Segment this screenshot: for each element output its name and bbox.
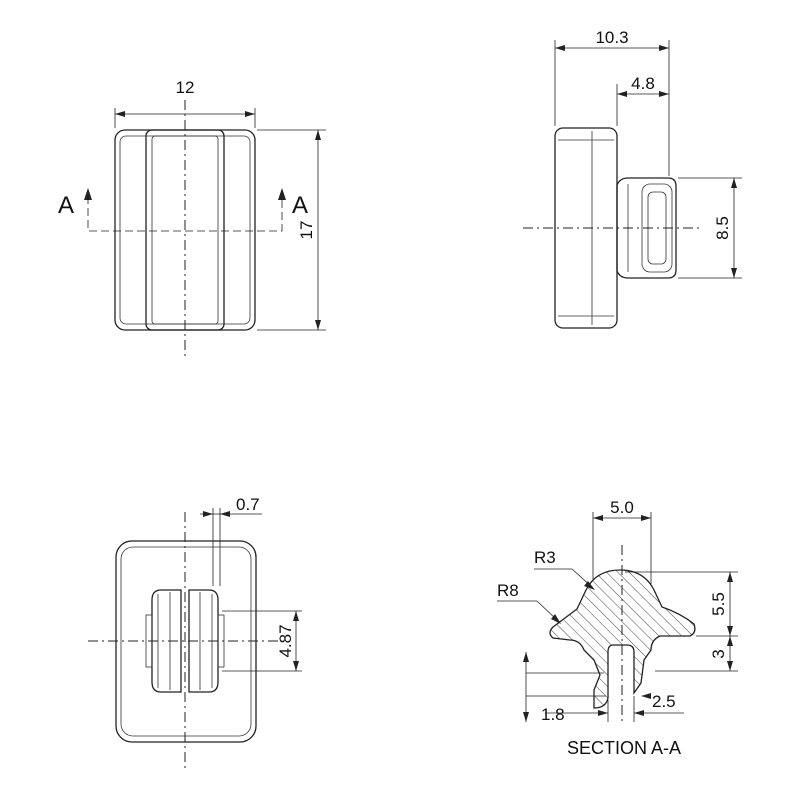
width-dimension-label: 12 [176,78,195,97]
section-mark-right: A [292,192,308,219]
depth-arrow-left [555,45,565,51]
stem-depth-dimension-label: 4.8 [631,74,655,93]
width-arrow-right [245,111,255,117]
rear-stem-left-half [151,589,182,693]
head-width-dimension-label: 5.0 [610,498,634,517]
leg-height-arrow-bottom [727,661,733,671]
height-arrow-top [315,130,321,140]
slot-dimension-label: 0.7 [236,495,260,514]
bottom-arrow-down [523,712,529,722]
stem-height-arrow-bottom [731,268,737,278]
stem-width-dimension-label: 4.87 [276,624,295,657]
section-line-a-a [87,196,283,232]
section-caption: SECTION A-A [567,738,681,758]
section-arrow-left [84,188,92,200]
head-height-arrow-top [727,572,733,582]
depth-dimension-label: 10.3 [595,28,628,47]
leg-height-dimension-label: 3 [709,649,728,658]
stem-height-dimension-label: 8.5 [713,216,732,240]
head-width-arrow-left [593,515,603,521]
front-view: A A 12 17 [58,78,326,358]
section-mark-left: A [58,192,74,219]
slot-arrow-left [203,511,213,517]
leg-width-dimension-label: 2.5 [652,692,676,711]
slot-arrow-right [220,511,230,517]
stem-depth-arrow-left [617,91,627,97]
r8-leader-arrow [551,614,561,624]
radius-small-label: R3 [534,548,556,567]
bottom-arrow-up [523,652,529,662]
height-dimension-label: 17 [297,221,316,240]
head-width-arrow-right [641,515,651,521]
head-height-arrow-bottom [727,626,733,636]
section-arrow-right [278,188,286,200]
section-view: 5.0 5.5 3 R3 R8 1.8 [497,498,738,758]
side-stem-outline [616,177,677,279]
rear-stem-right-tab [217,614,225,668]
depth-arrow-right [659,45,669,51]
stem-width-arrow-top [293,611,299,621]
slot-width-dimension-label: 1.8 [541,705,565,724]
stem-width-arrow-bottom [293,661,299,671]
leg-width-arrow [641,693,651,699]
stem-height-arrow-top [731,178,737,188]
height-arrow-bottom [315,320,321,330]
stem-depth-arrow-right [659,91,669,97]
leg-height-arrow-top [727,636,733,646]
r3-leader-arrow [584,581,595,590]
rear-stem-right-half [188,589,219,693]
width-arrow-left [115,111,125,117]
rear-view: 0.7 4.87 [88,495,302,770]
head-height-dimension-label: 5.5 [709,592,728,616]
side-view: 10.3 4.8 8.5 [523,28,742,329]
slot-width-arrow-left [598,710,608,716]
radius-large-label: R8 [497,581,519,600]
